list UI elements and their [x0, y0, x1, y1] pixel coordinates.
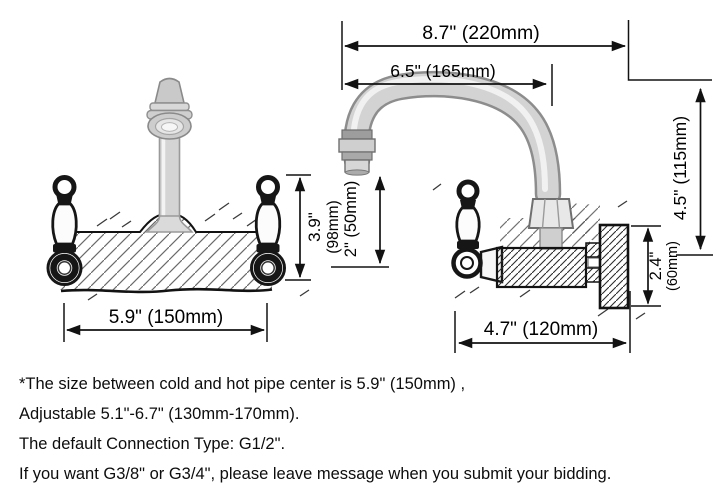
- wall-sketch-marks-front: [87, 202, 310, 301]
- body-step-upper: [585, 242, 601, 258]
- cold-handle: [252, 178, 285, 285]
- spout-base-flare: [145, 215, 194, 233]
- spout-flange-upper: [149, 102, 190, 112]
- dim-spout-drop-label: 2" (50mm): [342, 181, 360, 257]
- dim-spout-reach-label: 6.5" (165mm): [390, 61, 495, 81]
- spout-hex-nut: [527, 198, 575, 229]
- wall-sketch-marks-side: [432, 183, 646, 320]
- wall-hatch-right-of-nut: [566, 203, 600, 243]
- nut-stem: [539, 227, 563, 250]
- note-pipe-center: *The size between cold and hot pipe cent…: [19, 375, 466, 393]
- wall-bottom-edge: [60, 287, 273, 294]
- notes-block: *The size between cold and hot pipe cent…: [19, 369, 714, 489]
- note-bidding: If you want G3/8" or G3/4", please leave…: [19, 465, 612, 483]
- spout-front: [145, 77, 194, 233]
- wall-plate: [598, 223, 630, 310]
- aerator-inner: [161, 122, 178, 132]
- dim-top-width-step: [627, 20, 712, 81]
- body-step-lower: [585, 267, 601, 283]
- body-step-pipe: [587, 257, 601, 268]
- spout-cap: [153, 77, 186, 104]
- dim-handle-height-mm-label: (98mm): [325, 200, 342, 253]
- dim-body-depth-label: 4.7" (120mm): [484, 319, 598, 340]
- front-view: 3.9" (98mm) 5.9" (150mm): [48, 77, 342, 342]
- dim-wall-height-label: 4.5" (115mm): [670, 116, 690, 220]
- faucet-body: [495, 246, 588, 289]
- note-connection-type: The default Connection Type: G1/2".: [19, 435, 286, 453]
- side-view: 8.7" (220mm) 6.5" (165mm) 4.5" (115mm) 2…: [331, 20, 713, 353]
- diagram-svg: 3.9" (98mm) 5.9" (150mm): [0, 20, 713, 353]
- hot-handle: [48, 178, 81, 285]
- spout-nozzle: [338, 129, 376, 176]
- dim-handle-height-in-label: 3.9": [305, 212, 324, 242]
- dim-plate-height-in-label: 2.4": [647, 251, 665, 280]
- dim-top-width-label: 8.7" (220mm): [422, 22, 539, 44]
- dim-pipe-centers-label: 5.9" (150mm): [109, 307, 223, 328]
- note-adjustable: Adjustable 5.1"-6.7" (130mm-170mm).: [19, 405, 300, 423]
- dim-plate-height-mm-label: (60mm): [665, 241, 681, 291]
- hex-nut-facets: [541, 198, 561, 229]
- side-handle: [451, 179, 504, 284]
- spout-tube-body: [345, 73, 559, 205]
